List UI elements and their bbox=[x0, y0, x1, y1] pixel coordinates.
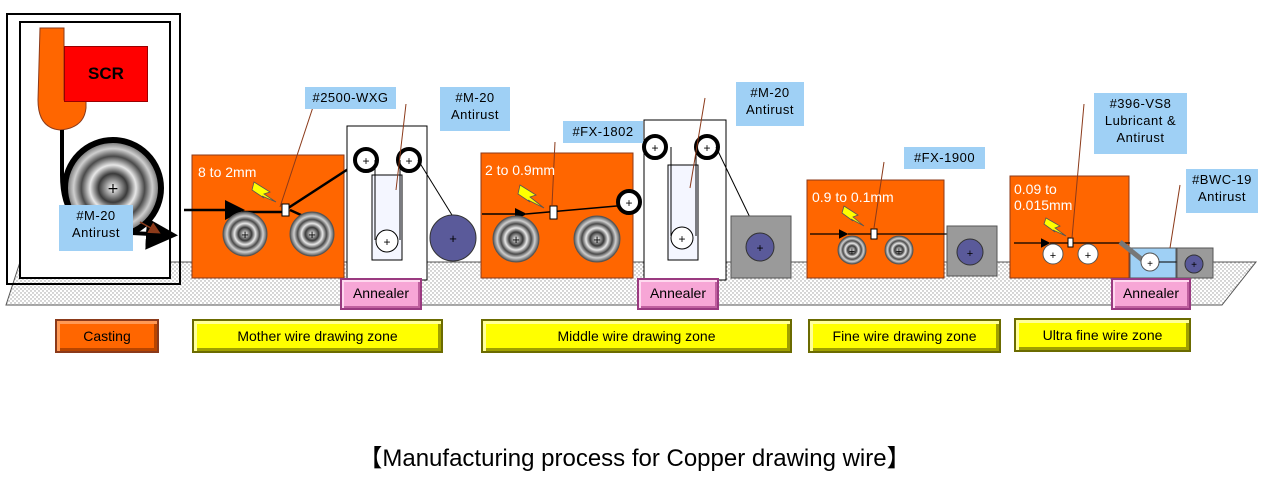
middle-annealer: Annealer bbox=[637, 278, 719, 310]
svg-text:+: + bbox=[896, 246, 902, 258]
fine-machine: + + + bbox=[806, 161, 998, 279]
zone-fine: Fine wire drawing zone bbox=[808, 319, 1001, 353]
svg-text:+: + bbox=[1085, 250, 1091, 262]
svg-text:+: + bbox=[1147, 259, 1153, 270]
ultra-antirust-callout: #BWC-19 Antirust bbox=[1186, 169, 1258, 213]
fine-dimension: 0.9 to 0.1mm bbox=[812, 189, 894, 205]
svg-text:+: + bbox=[308, 227, 316, 242]
ultra-dimension: 0.09 to 0.015mm bbox=[1014, 181, 1073, 213]
svg-text:+: + bbox=[756, 241, 763, 255]
svg-text:+: + bbox=[593, 232, 601, 247]
svg-text:+: + bbox=[512, 232, 520, 247]
svg-text:+: + bbox=[651, 141, 658, 155]
svg-text:+: + bbox=[241, 227, 249, 242]
ultra-lubricant-callout: #396-VS8 Lubricant & Antirust bbox=[1094, 93, 1187, 154]
diagram-title: 【Manufacturing process for Copper drawin… bbox=[358, 445, 911, 472]
svg-text:+: + bbox=[1191, 260, 1197, 271]
zone-middle: Middle wire drawing zone bbox=[481, 319, 792, 353]
middle-lubricant-callout: #FX-1802 bbox=[563, 121, 643, 143]
scr-label: SCR bbox=[64, 46, 148, 102]
middle-machine: + + + bbox=[480, 141, 642, 279]
middle-annealer-tower: + + + + bbox=[642, 97, 792, 281]
mother-machine: + + bbox=[184, 103, 363, 279]
casting-ladle bbox=[37, 27, 87, 131]
casting-antirust-callout: #M-20 Antirust bbox=[59, 205, 133, 251]
middle-antirust-callout: #M-20 Antirust bbox=[736, 82, 804, 126]
svg-text:+: + bbox=[449, 231, 457, 246]
mother-annealer-tower: + + + + bbox=[346, 103, 477, 281]
svg-text:+: + bbox=[1050, 250, 1056, 262]
mother-dimension: 8 to 2mm bbox=[198, 164, 257, 180]
svg-text:+: + bbox=[107, 181, 119, 197]
ultra-annealer: Annealer bbox=[1111, 278, 1191, 310]
ultra-machine: + + + + bbox=[1009, 103, 1214, 279]
svg-text:+: + bbox=[405, 154, 412, 168]
fine-lubricant-callout: #FX-1900 bbox=[904, 147, 985, 169]
middle-dimension: 2 to 0.9mm bbox=[485, 162, 556, 178]
svg-text:+: + bbox=[849, 246, 855, 258]
mother-lubricant-callout: #2500-WXG bbox=[305, 87, 396, 109]
zone-ultra: Ultra fine wire zone bbox=[1014, 318, 1191, 352]
svg-text:+: + bbox=[362, 154, 369, 168]
svg-text:+: + bbox=[678, 232, 685, 246]
svg-text:+: + bbox=[703, 141, 710, 155]
svg-text:+: + bbox=[967, 248, 973, 260]
mother-antirust-callout: #M-20 Antirust bbox=[440, 87, 510, 131]
zone-casting: Casting bbox=[55, 319, 159, 353]
mother-annealer: Annealer bbox=[340, 278, 422, 310]
zone-mother: Mother wire drawing zone bbox=[192, 319, 443, 353]
svg-text:+: + bbox=[383, 235, 390, 249]
svg-text:+: + bbox=[625, 196, 632, 210]
